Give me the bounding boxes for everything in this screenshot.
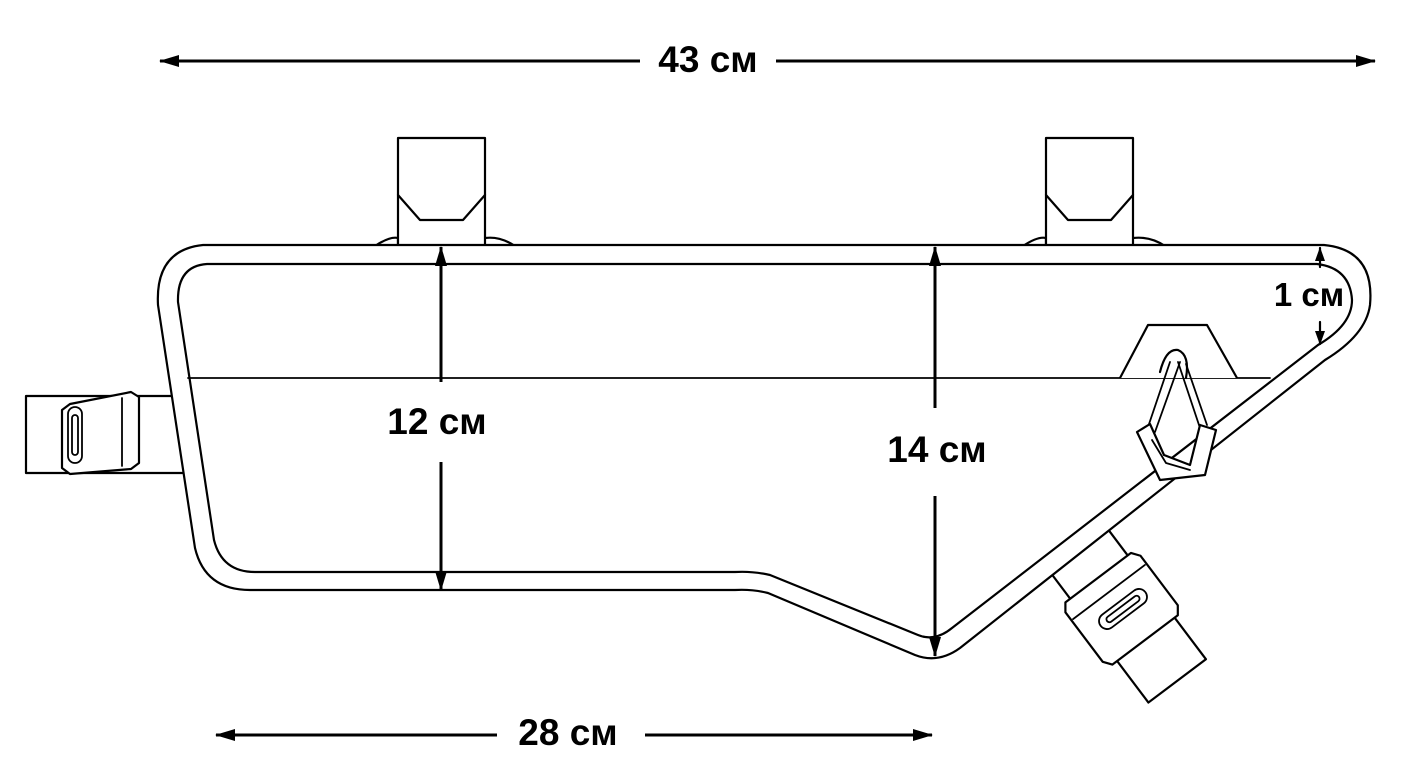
top-loop-left xyxy=(373,136,517,248)
dimension-total-length: 43 см xyxy=(159,39,1376,80)
bag-inner-outline xyxy=(176,262,1354,639)
dimension-width: 1 см xyxy=(1274,246,1344,346)
top-loop-right xyxy=(1021,136,1167,248)
dimension-max-height: 14 см xyxy=(887,246,987,657)
zipper-puller xyxy=(1119,323,1238,482)
dimension-bottom-length: 28 см xyxy=(215,712,933,753)
right-strap xyxy=(1048,526,1208,704)
left-strap xyxy=(24,390,188,476)
width-label: 1 см xyxy=(1274,276,1344,313)
bottom-length-label: 28 см xyxy=(518,712,617,753)
max-height-label: 14 см xyxy=(887,429,986,470)
rear-height-label: 12 см xyxy=(387,401,486,442)
dimension-rear-height: 12 см xyxy=(387,246,487,591)
bag-outer-outline xyxy=(156,243,1372,660)
total-length-label: 43 см xyxy=(658,39,757,80)
